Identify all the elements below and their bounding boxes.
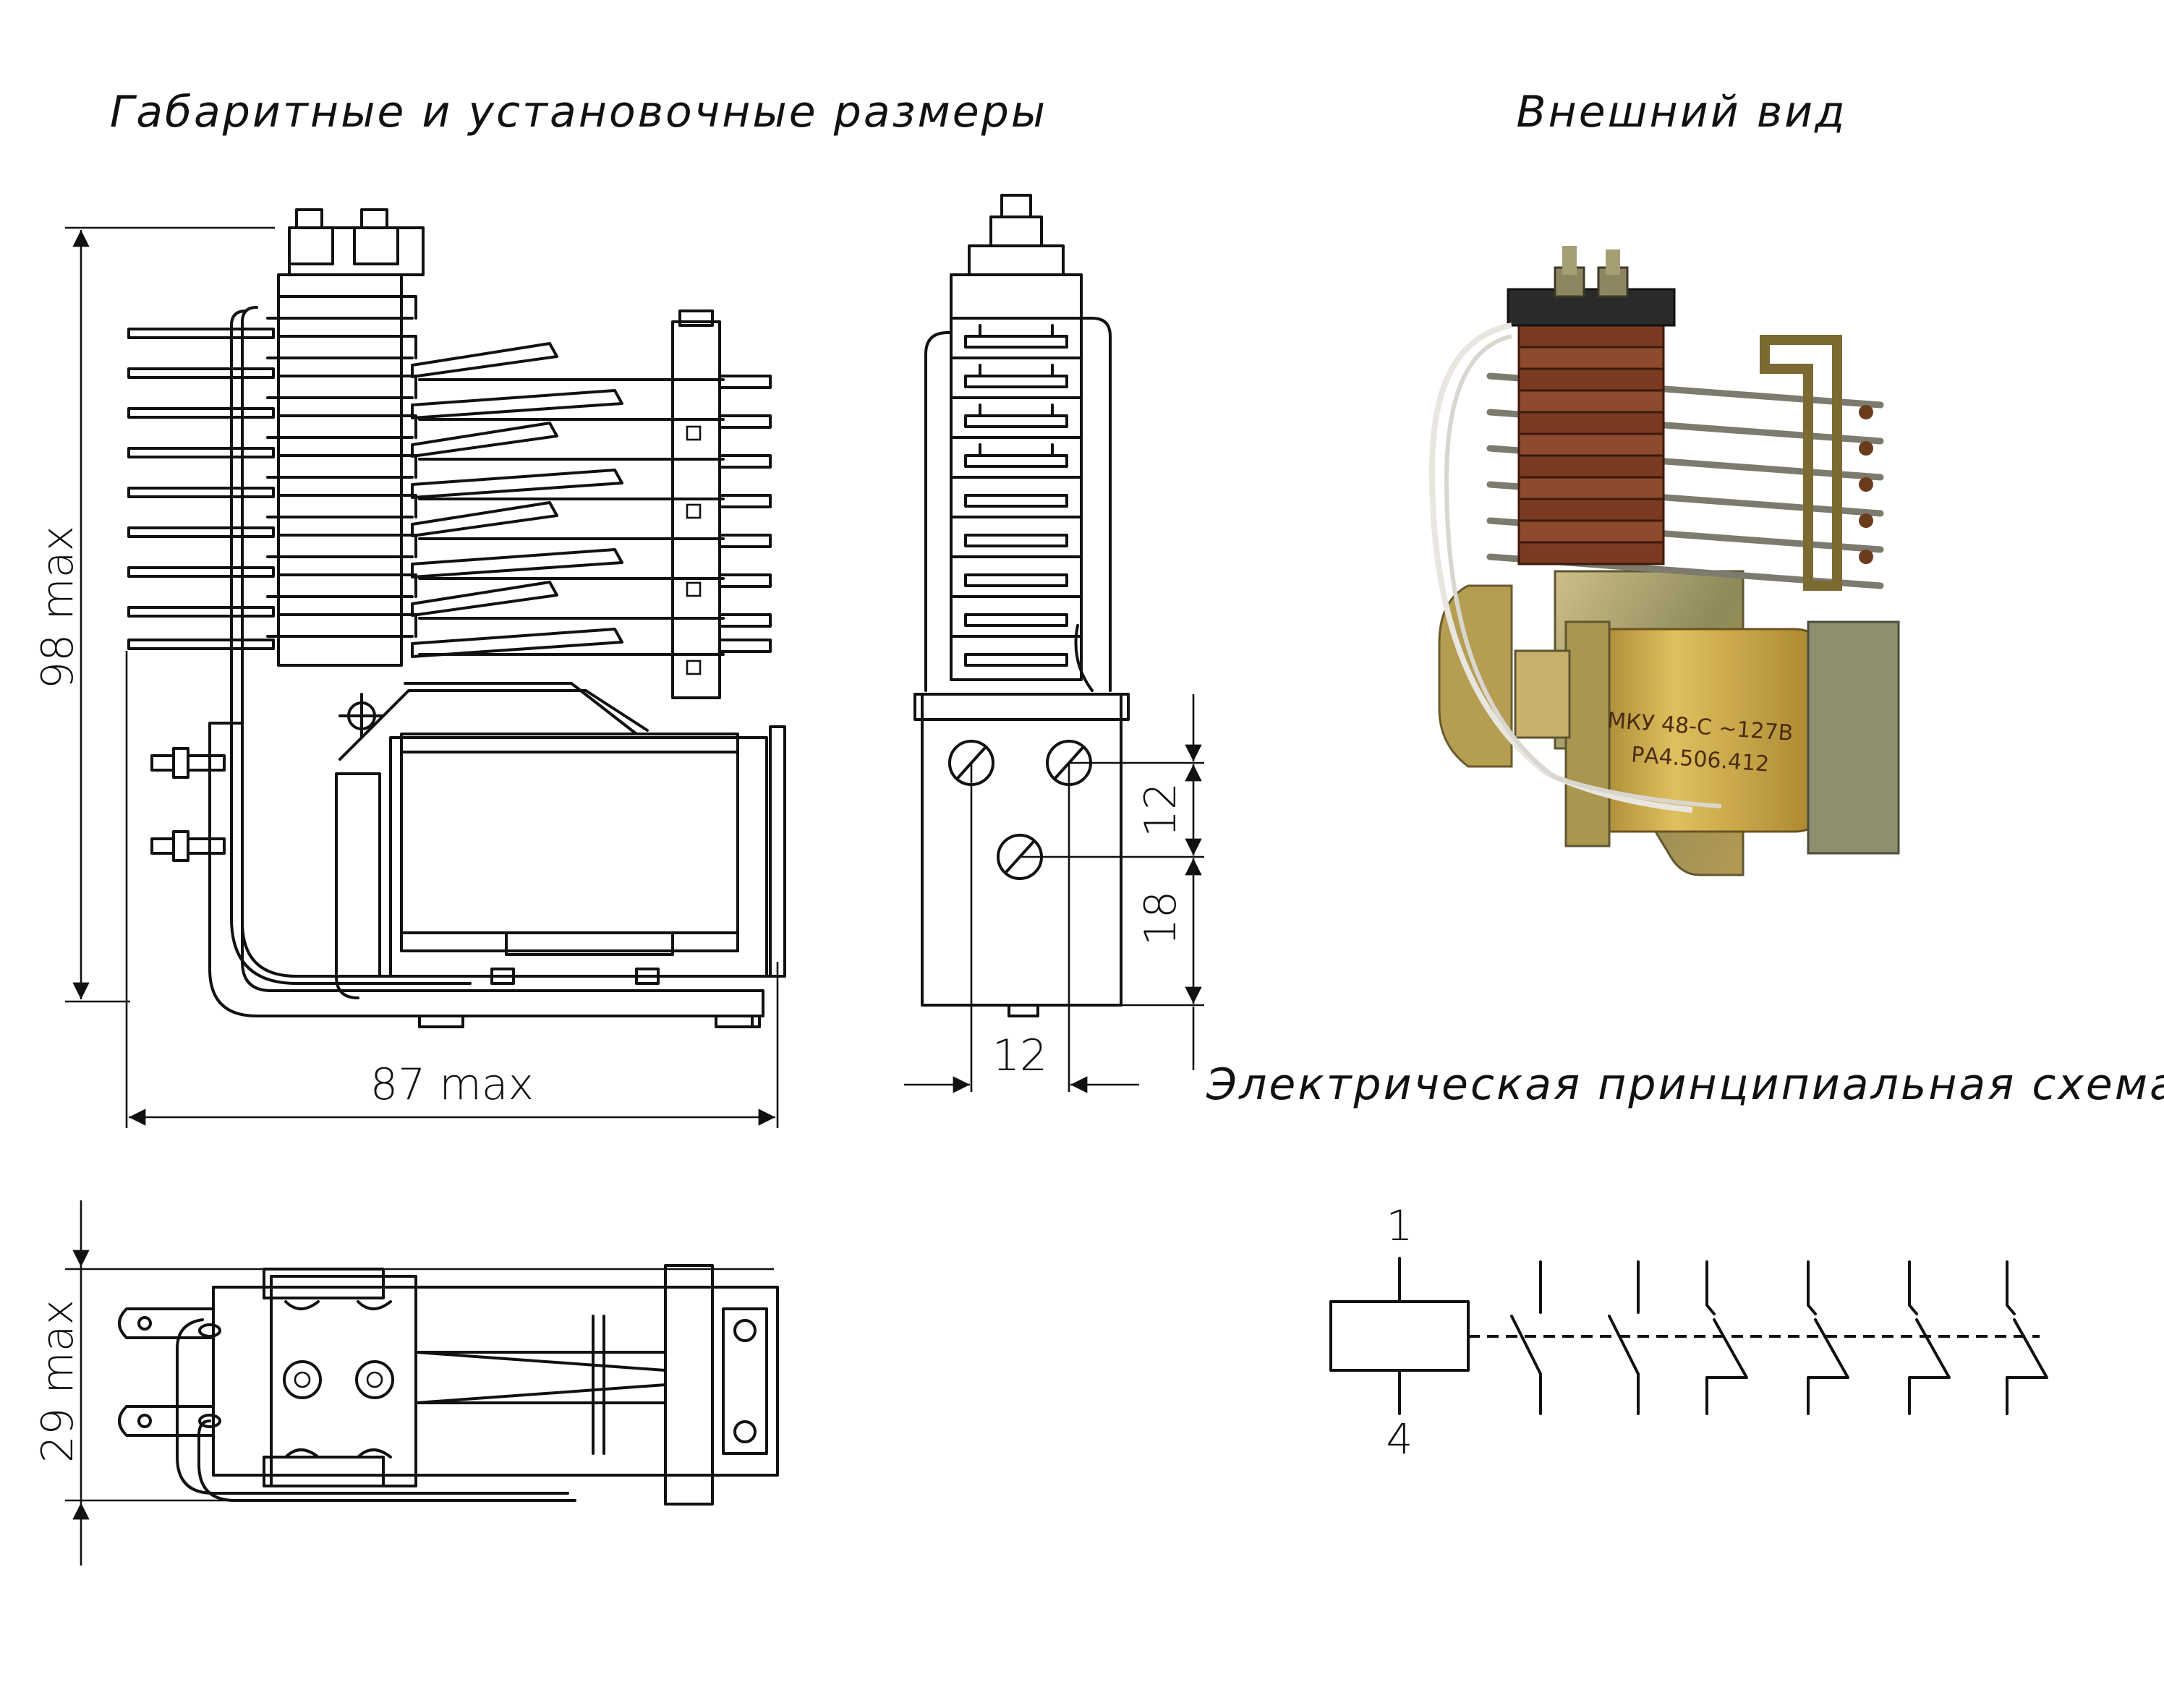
depth-dimension-label: 29 max xyxy=(33,1299,83,1463)
changeover-contact-4 xyxy=(2006,1260,2048,1415)
top-view-drawing: 29 max xyxy=(33,1200,779,1566)
relay-coil-symbol xyxy=(1329,1300,1470,1372)
relay-appearance-illustration: МКУ 48-С ~127В РА4.506.412 xyxy=(1428,246,1900,876)
electrical-schematic: 1 4 xyxy=(1329,1201,2048,1464)
coil-pin-1-label: 1 xyxy=(1386,1201,1413,1250)
side-view-drawing: 12 12 18 xyxy=(904,194,1204,1093)
schematic-heading: Электрическая принципиальная схема xyxy=(1206,1059,2164,1110)
hole-spacing-vertical-lower-label: 18 xyxy=(1136,891,1186,946)
coil-pin-4-label: 4 xyxy=(1386,1414,1413,1464)
make-contact-2 xyxy=(1608,1260,1640,1415)
changeover-contact-1 xyxy=(1705,1260,1748,1415)
front-view-drawing: 98 max 87 max xyxy=(33,208,786,1128)
appearance-heading: Внешний вид xyxy=(1516,87,1846,137)
changeover-contact-2 xyxy=(1807,1260,1849,1415)
make-contact-1 xyxy=(1510,1260,1542,1415)
dimensions-heading: Габаритные и установочные размеры xyxy=(110,87,1047,137)
hole-spacing-horizontal-label: 12 xyxy=(992,1030,1047,1081)
hole-spacing-vertical-upper-label: 12 xyxy=(1136,782,1186,837)
width-dimension-label: 87 max xyxy=(370,1059,534,1110)
height-dimension-label: 98 max xyxy=(33,526,83,689)
changeover-contact-3 xyxy=(1908,1260,1951,1415)
